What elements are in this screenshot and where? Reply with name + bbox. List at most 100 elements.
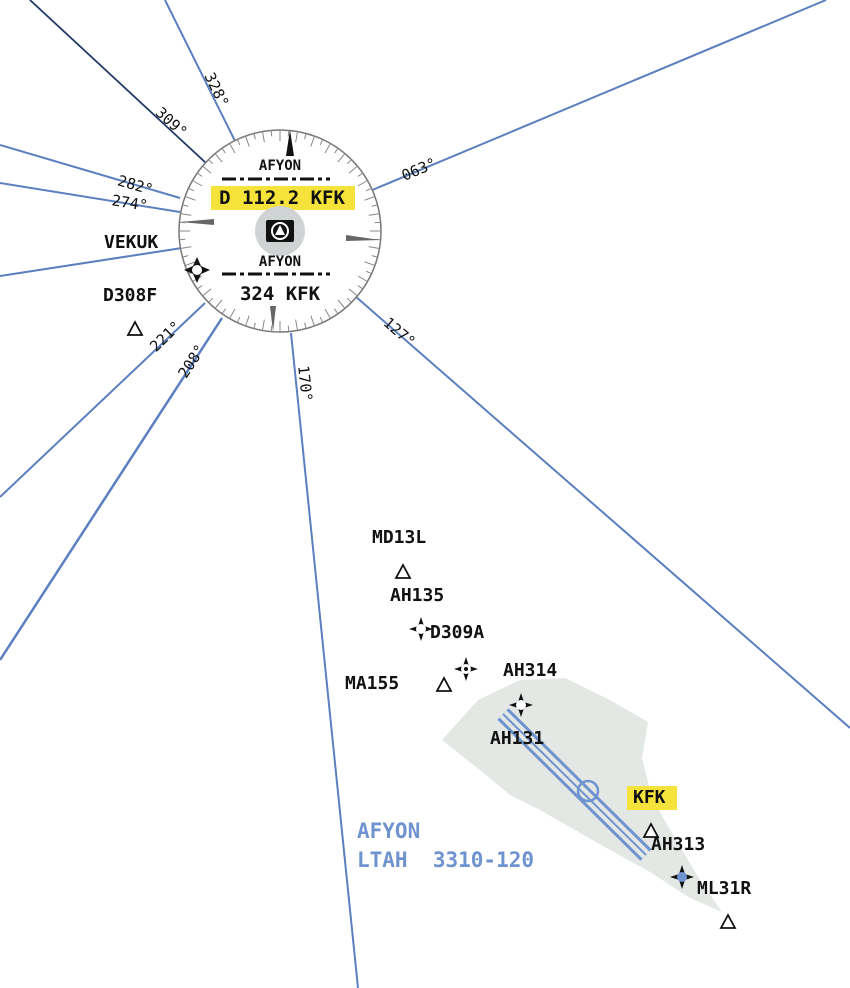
radial-221-line: [0, 302, 206, 498]
compass-tick: [196, 285, 203, 290]
compass-tick: [236, 139, 241, 146]
compass-tick: [261, 131, 265, 143]
radial-label-221: 221°: [146, 317, 184, 355]
compass-tick: [229, 308, 236, 319]
compass-tick: [182, 255, 189, 258]
compass-tick: [365, 270, 372, 275]
d309a-waypoint-icon: [409, 617, 433, 641]
compass-tick: [348, 288, 358, 297]
radial-vekuk-line: [0, 247, 183, 277]
east-pointer-icon: [346, 235, 380, 241]
radial-label-309: 309°: [152, 104, 191, 142]
compass-tick: [364, 261, 376, 267]
compass-tick: [337, 153, 346, 163]
compass-tick: [368, 212, 380, 216]
compass-tick: [208, 159, 214, 165]
compass-rose-ticks: [179, 130, 381, 332]
fix-label-kfk: KFK: [633, 787, 666, 808]
compass-tick: [184, 261, 196, 267]
compass-tick: [348, 165, 358, 174]
compass-tick: [270, 325, 273, 332]
compass-tick: [371, 204, 378, 207]
runway: [497, 708, 652, 861]
compass-tick: [182, 204, 189, 207]
compass-tick: [304, 322, 307, 329]
vor-frequency: D 112.2 KFK: [219, 187, 345, 209]
ndb-frequency: 324 KFK: [240, 283, 321, 305]
radial-309-dark-line: [29, 0, 207, 164]
compass-tick: [337, 299, 346, 309]
unnamed-triangle-icon: [719, 913, 737, 929]
vor-name-bottom: AFYON: [259, 254, 301, 270]
fix-label-ah314: AH314: [503, 660, 557, 681]
compass-tick: [196, 172, 203, 177]
compass-tick: [244, 315, 250, 327]
compass-tick: [253, 133, 256, 140]
compass-tick: [287, 325, 290, 332]
ah314-waypoint-icon: [509, 693, 533, 717]
radial-170-line: [290, 332, 359, 988]
compass-tick: [188, 187, 195, 192]
runway-marker-circle: [576, 779, 600, 803]
compass-tick: [180, 212, 192, 216]
fix-label-ma155: MA155: [345, 673, 399, 694]
compass-tick: [357, 172, 364, 177]
ma155-triangle-icon: [435, 676, 453, 692]
ndb-fix-icon: [454, 657, 478, 681]
radial-328-line: [164, 0, 237, 144]
radial-label-063: 063°: [399, 154, 439, 185]
compass-tick: [214, 153, 223, 163]
compass-tick: [365, 187, 372, 192]
vor-name-top: AFYON: [259, 158, 301, 174]
fix-label-ml31r: ML31R: [697, 878, 751, 899]
compass-tick: [364, 195, 376, 201]
compass-tick: [304, 133, 307, 140]
compass-tick: [179, 221, 186, 224]
compass-tick: [319, 139, 324, 146]
radial-274-line: [0, 182, 181, 213]
d308f-triangle-icon: [126, 320, 144, 336]
md13l-triangle-icon: [394, 563, 412, 579]
compass-tick: [346, 159, 352, 165]
airport-code-line: LTAH 3310-120: [357, 848, 534, 872]
compass-tick: [221, 147, 226, 154]
compass-tick: [202, 165, 212, 174]
compass-tick: [310, 135, 316, 147]
compass-tick: [180, 246, 192, 250]
vekuk-waypoint-icon: [184, 257, 210, 283]
compass-tick: [334, 308, 339, 315]
compass-tick: [334, 147, 339, 154]
vor-dme-icon: [266, 220, 294, 242]
compass-tick: [295, 319, 299, 331]
compass-tick: [346, 297, 352, 303]
compass-tick: [319, 316, 324, 323]
compass-tick: [357, 180, 368, 187]
compass-tick: [374, 221, 381, 224]
compass-tick: [229, 143, 236, 154]
ah313-triangle-icon: [642, 822, 660, 838]
compass-tick: [221, 308, 226, 315]
vor-frequency-highlight: [211, 186, 355, 210]
compass-tick: [310, 315, 316, 327]
radial-127-line: [354, 295, 850, 729]
compass-tick: [184, 195, 196, 201]
compass-tick: [192, 180, 203, 187]
compass-tick: [179, 238, 186, 241]
compass-tick: [214, 299, 223, 309]
vor-dash-bars: [222, 177, 330, 276]
compass-rose: AFYON D 112.2 KFK AFYON 324 KFK: [178, 129, 382, 333]
compass-tick: [368, 246, 380, 250]
radial-063-line: [369, 0, 827, 192]
compass-tick: [244, 135, 250, 147]
compass-tick: [371, 255, 378, 258]
compass-tick: [270, 130, 273, 137]
compass-tick: [261, 319, 265, 331]
kfk-ident-highlight: [627, 786, 677, 810]
airport-name: AFYON: [357, 819, 420, 843]
ml31r-waypoint-icon: [670, 865, 694, 889]
compass-tick: [236, 316, 241, 323]
compass-tick: [208, 297, 214, 303]
south-pointer-icon: [270, 306, 276, 332]
